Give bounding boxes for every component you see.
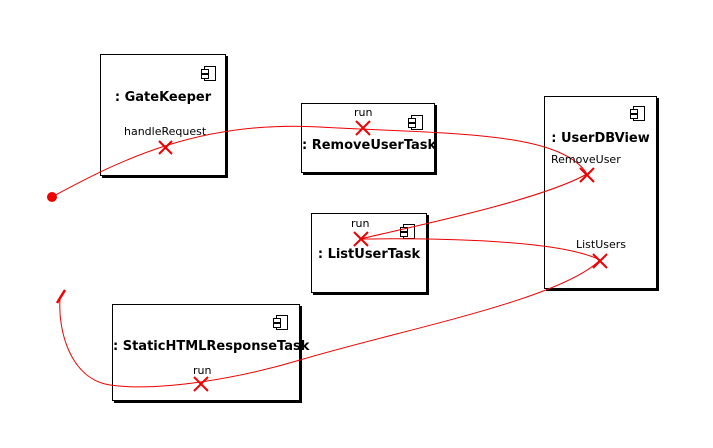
operation-label-run: run bbox=[193, 364, 212, 377]
component-icon bbox=[408, 115, 423, 130]
x-marker-icon bbox=[592, 253, 608, 269]
component-title: : RemoveUserTask bbox=[302, 138, 437, 153]
component-userdbview[interactable]: : UserDBView bbox=[544, 96, 657, 289]
component-icon bbox=[273, 315, 288, 330]
component-title: : ListUserTask bbox=[317, 247, 421, 262]
operation-label-run: run bbox=[354, 106, 373, 119]
component-listusertask[interactable]: : ListUserTask bbox=[311, 213, 427, 293]
x-marker-icon bbox=[158, 140, 173, 155]
component-title: : UserDBView bbox=[551, 131, 650, 146]
start-dot-icon bbox=[47, 192, 57, 202]
component-gatekeeper[interactable]: : GateKeeper bbox=[100, 54, 226, 176]
component-icon bbox=[201, 66, 216, 81]
x-marker-icon bbox=[193, 376, 209, 392]
flow-path bbox=[51, 125, 601, 388]
component-removeusertask[interactable]: : RemoveUserTask bbox=[301, 103, 437, 173]
end-tick-icon bbox=[55, 289, 67, 304]
operation-label-run: run bbox=[351, 217, 370, 230]
component-icon bbox=[630, 106, 645, 121]
x-marker-icon bbox=[353, 231, 369, 247]
component-title: : GateKeeper bbox=[114, 90, 212, 105]
operation-label-removeuser: RemoveUser bbox=[551, 153, 621, 166]
component-statichtmlresponsetask[interactable]: : StaticHTMLResponseTask bbox=[112, 304, 310, 401]
operation-label-listusers: ListUsers bbox=[576, 238, 627, 251]
component-title: : StaticHTMLResponseTask bbox=[113, 339, 310, 354]
x-marker-icon bbox=[579, 167, 595, 183]
x-marker-icon bbox=[355, 120, 371, 136]
operation-label-handlerequest: handleRequest bbox=[124, 125, 207, 138]
